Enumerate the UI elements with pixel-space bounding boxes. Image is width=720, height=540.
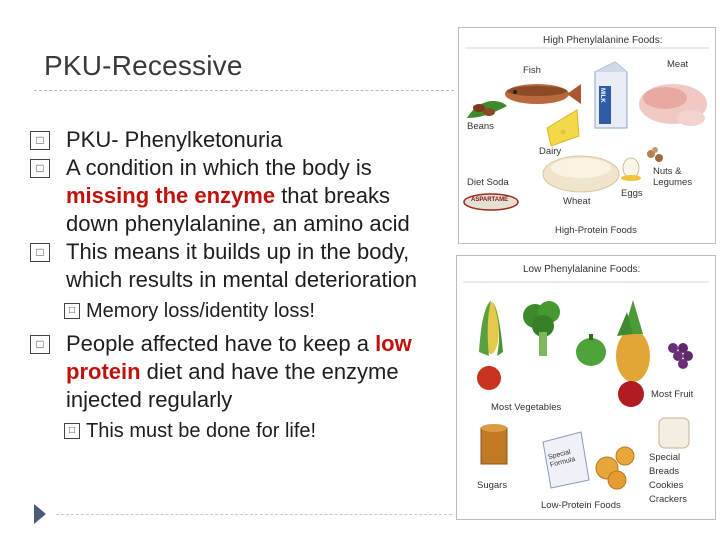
meat-label: Meat [667,59,689,70]
bullet-box-icon: □ [64,423,80,439]
bullet-diet: □ People affected have to keep a low pro… [30,330,440,414]
aspartame-label: ASPARTAME [471,197,509,203]
aspartame-label-icon [463,193,519,211]
bullet-text: A condition in which the body is [66,155,372,180]
apple-icon [618,381,644,407]
footer-divider [56,514,452,515]
egg-icon [621,157,641,181]
grapes-icon [668,343,693,369]
bullet-box-icon: □ [64,303,80,319]
title-divider [34,90,454,91]
sugars-label: Sugars [477,480,508,491]
diet-soda-label: Diet Soda [467,177,509,188]
milk-label: MILK [599,88,605,103]
dairy-label: Dairy [539,146,562,157]
bread-slice-icon [658,417,690,449]
bullet-text: People affected have to keep a [66,331,376,356]
pepper-icon [576,334,606,366]
cheese-icon [546,109,580,147]
fish-label: Fish [523,65,541,76]
bullet-text: diet and have the enzyme injected regula… [66,359,399,412]
high-foods-title: High Phenylalanine Foods: [543,35,663,46]
bullet-box-icon: □ [30,243,50,262]
high-phenylalanine-figure: High Phenylalanine Foods: Fish Meat Bean… [458,27,716,244]
vegetables-label: Most Vegetables [491,402,562,413]
low-foods-title: Low Phenylalanine Foods: [523,264,641,275]
corn-icon [479,300,503,356]
low-phenylalanine-figure: Low Phenylalanine Foods: Most Vegetables… [456,255,716,520]
bullet-text: This must be done for life! [86,420,317,442]
beans-label: Beans [467,121,494,132]
bullet-text: that breaks down phenylalanine, an amino… [66,183,410,236]
special-breads-label: Special Breads Cookies Crackers [649,452,688,505]
bullet-buildup: □ This means it builds up in the body, w… [30,238,440,294]
sub-bullet-for-life: □ This must be done for life! [30,418,440,444]
bread-icon [542,155,620,193]
high-foods-illustration [463,47,709,211]
fruit-label: Most Fruit [651,389,694,400]
meat-icon [639,84,707,126]
nuts-legumes-label: Nuts & Legumes [653,166,693,188]
highlight-text: low protein [66,331,412,384]
nuts-icon [647,147,663,162]
bullet-pku: □ PKU- Phenylketonuria [30,126,440,154]
fish-icon [505,84,581,104]
milk-carton-icon [594,61,628,129]
cookies-icon [595,446,635,490]
highlight-text: missing the enzyme [66,183,276,208]
eggs-label: Eggs [621,188,643,199]
wheat-label: Wheat [563,196,591,207]
next-slide-arrow-icon[interactable] [34,504,46,524]
low-foods-illustration [463,281,709,490]
low-protein-footer: Low-Protein Foods [541,500,621,511]
broccoli-icon [523,301,560,356]
slide-title: PKU-Recessive [44,50,243,81]
tomato-icon [477,366,501,390]
bullet-text: This means it builds up in the body, whi… [66,239,417,292]
pineapple-icon [616,300,650,382]
high-protein-footer: High-Protein Foods [555,225,637,236]
formula-carton-icon [542,431,590,489]
bullet-text: Memory loss/identity loss! [86,300,315,322]
bullet-box-icon: □ [30,159,50,178]
bullet-list: □ PKU- Phenylketonuria □ A condition in … [30,126,440,444]
bullet-box-icon: □ [30,131,50,150]
bullet-condition: □ A condition in which the body is missi… [30,154,440,238]
bullet-box-icon: □ [30,335,50,354]
sugar-can-icon [480,424,508,465]
sub-bullet-memory: □ Memory loss/identity loss! [30,298,440,324]
bullet-text: PKU- Phenylketonuria [66,127,283,152]
beans-icon [473,104,495,116]
